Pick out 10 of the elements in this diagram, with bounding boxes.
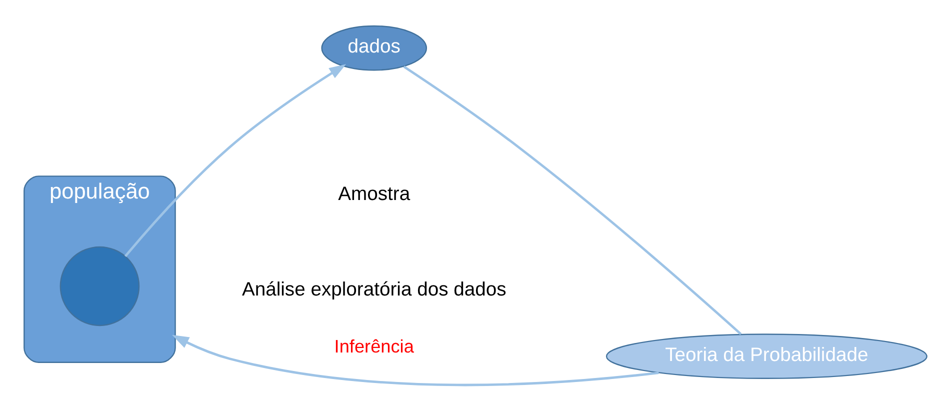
connector: [402, 66, 742, 336]
node-ellipse: dados: [320, 25, 427, 71]
cluster: população: [23, 176, 176, 363]
node-label: Análise exploratória dos dados: [241, 278, 506, 301]
node-circle: [59, 246, 140, 326]
arrow: [124, 64, 346, 257]
node-ellipse: Teoria da Probabilidade: [605, 334, 927, 379]
node-label: Amostra: [338, 183, 410, 206]
arrow: [172, 334, 658, 386]
edge-label: Inferência: [334, 336, 414, 357]
